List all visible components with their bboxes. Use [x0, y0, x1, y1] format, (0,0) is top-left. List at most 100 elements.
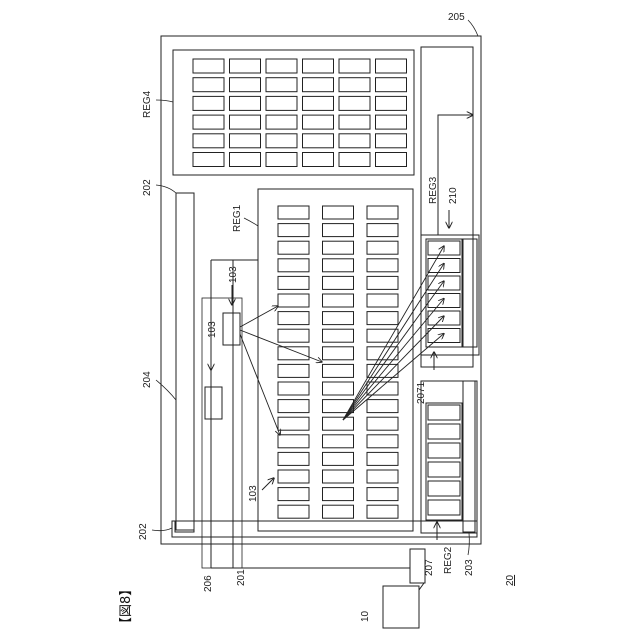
signal-arrow — [343, 316, 444, 420]
label-20: 20 — [505, 574, 516, 586]
reg1-cell — [278, 276, 309, 289]
signal-arrow — [343, 299, 444, 421]
label-202-bottom: 202 — [138, 523, 149, 540]
reg3-strip — [463, 239, 477, 347]
reg4-cell — [266, 153, 297, 167]
label-206: 206 — [203, 575, 214, 592]
reg4-cell — [339, 153, 370, 167]
reg4-cell — [303, 59, 334, 73]
reg1-cell — [278, 470, 309, 483]
reg1-cell — [367, 470, 398, 483]
reg4-cell — [266, 78, 297, 92]
reg1-cell — [323, 347, 354, 360]
reg4-cell — [339, 96, 370, 110]
reg4-cell — [376, 96, 407, 110]
reg2-cell — [428, 481, 460, 496]
reg1-cell — [367, 241, 398, 254]
signal-arrow — [240, 306, 278, 327]
line-10-to-207 — [419, 583, 424, 590]
reg4-cell — [339, 115, 370, 129]
reg4-cell — [193, 78, 224, 92]
reg1-cell — [323, 470, 354, 483]
label-103-a: 103 — [228, 266, 239, 283]
reg4-cell — [376, 78, 407, 92]
label-reg2: REG2 — [443, 546, 454, 574]
reg1-cell — [323, 435, 354, 448]
reg4-cell — [339, 59, 370, 73]
reg2-cell — [428, 500, 460, 515]
reg1-cell — [323, 206, 354, 219]
reg4-cell — [193, 59, 224, 73]
reg4-cell — [376, 59, 407, 73]
reg1-cell — [278, 364, 309, 377]
reg4-cell — [266, 134, 297, 148]
reg1-cell — [367, 488, 398, 501]
label-10: 10 — [360, 610, 371, 622]
leader-reg4 — [156, 100, 173, 102]
reg1-cell — [323, 452, 354, 465]
reg1-cell — [323, 488, 354, 501]
label-reg3: REG3 — [428, 176, 439, 204]
reg2-cell — [428, 443, 460, 458]
reg1-cell — [367, 417, 398, 430]
reg4-cell — [303, 96, 334, 110]
reg1-cell — [367, 329, 398, 342]
reg4-cell — [266, 96, 297, 110]
reg4-cell — [266, 115, 297, 129]
box-205 — [421, 47, 473, 367]
reg4-panel — [173, 50, 414, 175]
reg1-cell — [367, 294, 398, 307]
reg4-cell — [303, 115, 334, 129]
reg1-cell — [323, 276, 354, 289]
reg4-cell — [376, 153, 407, 167]
reg1-cell — [323, 241, 354, 254]
reg1-cell — [323, 329, 354, 342]
reg1-cell — [278, 294, 309, 307]
label-2071: 2071 — [416, 381, 427, 404]
reg1-cell — [278, 382, 309, 395]
reg1-cell — [367, 224, 398, 237]
reg4-cell — [230, 78, 261, 92]
label-205: 205 — [448, 12, 465, 23]
reg1-cell — [367, 382, 398, 395]
reg1-cell — [323, 364, 354, 377]
reg1-cell — [278, 224, 309, 237]
reg3-cell — [428, 294, 460, 308]
label-204: 204 — [142, 371, 153, 388]
reg1-cell — [323, 505, 354, 518]
signal-arrow — [240, 330, 322, 362]
bar-204 — [176, 193, 194, 530]
figure-title: 【図8】 — [119, 583, 134, 630]
reg1-cell — [367, 276, 398, 289]
reg4-cell — [193, 96, 224, 110]
reg1-cell — [367, 312, 398, 325]
reg4-cell — [230, 96, 261, 110]
box-103-lower — [205, 387, 222, 419]
reg1-cell — [323, 294, 354, 307]
leader-202-bottom — [152, 528, 172, 531]
label-202-top: 202 — [142, 179, 153, 196]
reg1-cell — [367, 259, 398, 272]
label-reg1: REG1 — [232, 204, 243, 232]
reg2-outer — [421, 381, 477, 533]
reg4-cell — [193, 115, 224, 129]
reg1-cell — [367, 452, 398, 465]
reg1-cell — [367, 400, 398, 413]
reg4-cell-grid — [193, 59, 407, 167]
reg3-outer — [421, 235, 479, 355]
reg1-cell — [367, 206, 398, 219]
reg1-cell — [278, 400, 309, 413]
label-207: 207 — [424, 559, 435, 576]
reg4-cell — [303, 78, 334, 92]
reg2-cell — [428, 405, 460, 420]
reg4-cell — [230, 134, 261, 148]
box-103-upper — [223, 313, 240, 345]
reg1-cell — [367, 505, 398, 518]
label-210: 210 — [448, 187, 459, 204]
leader-204 — [156, 380, 176, 400]
reg4-cell — [303, 134, 334, 148]
reg4-cell — [339, 78, 370, 92]
reg4-cell — [376, 134, 407, 148]
reg4-cell — [193, 153, 224, 167]
reg4-cell — [376, 115, 407, 129]
